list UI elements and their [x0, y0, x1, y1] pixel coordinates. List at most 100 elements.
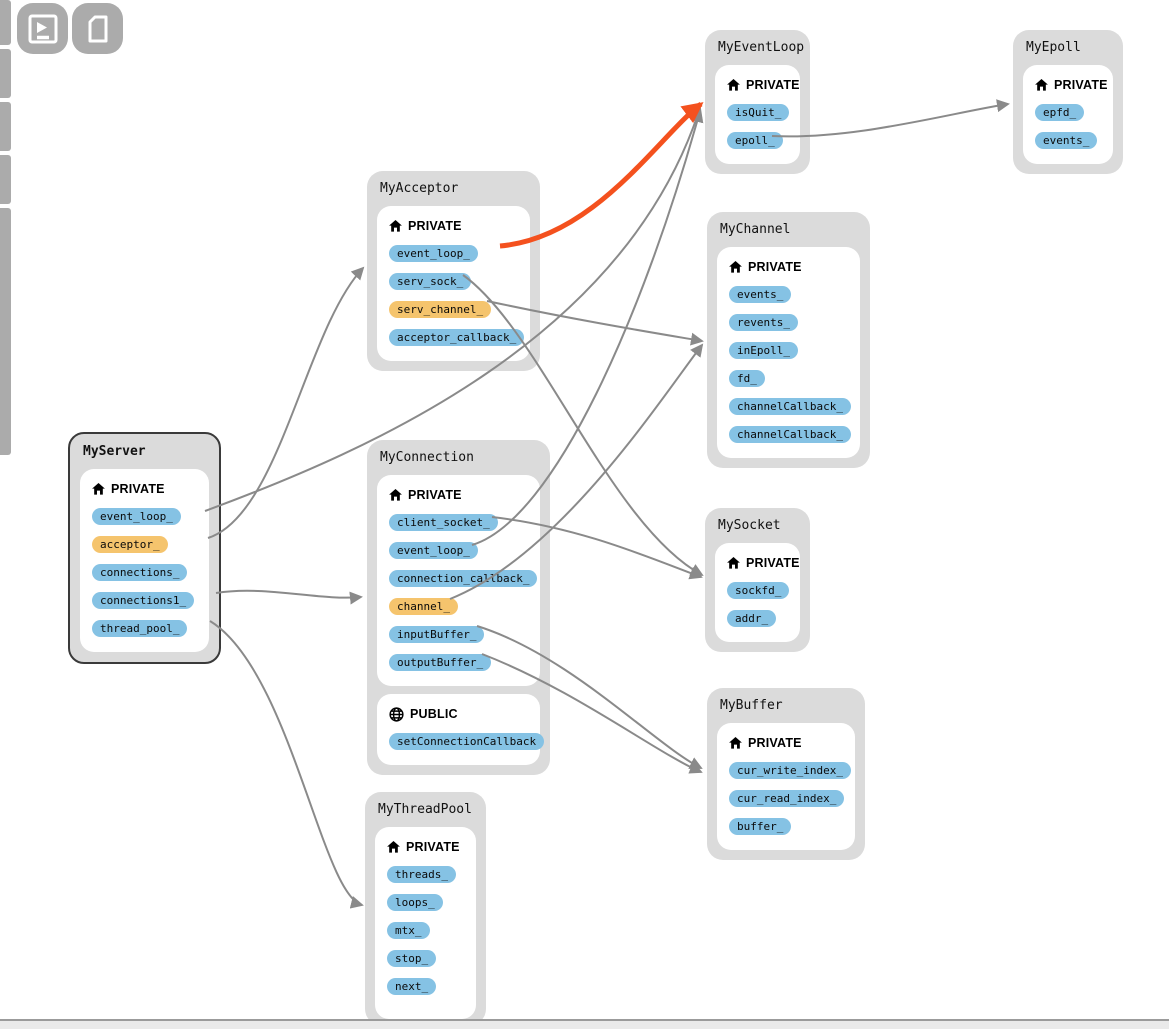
class-title: MyChannel — [720, 222, 791, 237]
member-pill[interactable]: cur_write_index_ — [729, 762, 851, 779]
class-title: MyThreadPool — [378, 802, 472, 817]
member-pill[interactable]: stop_ — [387, 950, 437, 967]
member-pill[interactable]: fd_ — [729, 370, 765, 387]
class-title: MyConnection — [380, 450, 474, 465]
member-pill[interactable]: epoll_ — [727, 132, 783, 149]
member-pill[interactable]: epfd_ — [1035, 104, 1085, 121]
edge-myserver-acceptor-to-myacceptor[interactable] — [207, 266, 365, 539]
left-toolbar-button-partial[interactable] — [0, 102, 11, 151]
section-header: PRIVATE — [729, 735, 845, 751]
house-icon — [727, 79, 740, 91]
class-node-myconnection[interactable]: MyConnection PRIVATE client_socket_ even… — [367, 440, 550, 775]
section-header: PUBLIC — [389, 706, 530, 722]
member-pill[interactable]: outputBuffer_ — [389, 654, 492, 671]
class-node-myepoll[interactable]: MyEpoll PRIVATE epfd_ events_ — [1013, 30, 1123, 174]
private-section: PRIVATE event_loop_ acceptor_ connection… — [80, 469, 209, 652]
edge-myserver-thread_pool-to-mythreadpool[interactable] — [209, 620, 364, 909]
member-pill[interactable]: sockfd_ — [727, 582, 790, 599]
member-pill[interactable]: addr_ — [727, 610, 777, 627]
private-section: PRIVATE client_socket_ event_loop_ conne… — [377, 475, 540, 686]
member-pill[interactable]: client_socket_ — [389, 514, 498, 531]
terminal-run-button[interactable] — [17, 3, 68, 54]
member-pill[interactable]: event_loop_ — [389, 542, 478, 559]
member-pill[interactable]: inEpoll_ — [729, 342, 798, 359]
house-icon — [727, 557, 740, 569]
section-header: PRIVATE — [389, 218, 520, 234]
left-toolbar-panel-partial[interactable] — [0, 208, 11, 455]
private-section: PRIVATE cur_write_index_ cur_read_index_… — [717, 723, 855, 850]
member-pill[interactable]: loops_ — [387, 894, 443, 911]
class-title: MyAcceptor — [380, 181, 459, 196]
visibility-label: PRIVATE — [408, 488, 462, 502]
house-icon — [387, 841, 400, 853]
class-node-myeventloop[interactable]: MyEventLoop PRIVATE isQuit_ epoll_ — [705, 30, 810, 174]
new-file-button[interactable] — [72, 3, 123, 54]
house-icon — [1035, 79, 1048, 91]
class-node-myserver[interactable]: MyServer PRIVATE event_loop_ acceptor_ c… — [68, 432, 221, 664]
class-node-myacceptor[interactable]: MyAcceptor PRIVATE event_loop_ serv_sock… — [367, 171, 540, 371]
private-section: PRIVATE epfd_ events_ — [1023, 65, 1113, 164]
member-pill[interactable]: event_loop_ — [92, 508, 181, 525]
member-pill[interactable]: events_ — [729, 286, 792, 303]
member-pill[interactable]: connection_callback_ — [389, 570, 538, 587]
house-icon — [729, 261, 742, 273]
visibility-label: PRIVATE — [406, 840, 460, 854]
class-node-mysocket[interactable]: MySocket PRIVATE sockfd_ addr_ — [705, 508, 810, 652]
left-toolbar-button-partial[interactable] — [0, 0, 11, 45]
member-pill[interactable]: channelCallback_ — [729, 426, 851, 443]
member-pill[interactable]: revents_ — [729, 314, 798, 331]
class-title: MyEventLoop — [718, 40, 805, 55]
member-pill[interactable]: setConnectionCallback — [389, 733, 545, 750]
file-icon — [88, 15, 107, 42]
visibility-label: PUBLIC — [410, 707, 458, 721]
class-node-mythreadpool[interactable]: MyThreadPool PRIVATE threads_ loops_ mtx… — [365, 792, 486, 1025]
member-pill[interactable]: threads_ — [387, 866, 456, 883]
visibility-label: PRIVATE — [748, 260, 802, 274]
visibility-label: PRIVATE — [111, 482, 165, 496]
public-section: PUBLIC setConnectionCallback — [377, 694, 545, 765]
terminal-run-icon — [28, 14, 57, 43]
class-title: MyEpoll — [1026, 40, 1081, 55]
member-pill[interactable]: cur_read_index_ — [729, 790, 845, 807]
left-toolbar-button-partial[interactable] — [0, 155, 11, 204]
visibility-label: PRIVATE — [746, 556, 800, 570]
private-section: PRIVATE event_loop_ serv_sock_ serv_chan… — [377, 206, 530, 361]
member-pill[interactable]: acceptor_ — [92, 536, 168, 553]
class-title: MySocket — [718, 518, 781, 533]
member-pill[interactable]: connections1_ — [92, 592, 195, 609]
member-pill[interactable]: connections_ — [92, 564, 188, 581]
section-header: PRIVATE — [727, 555, 800, 571]
class-node-mybuffer[interactable]: MyBuffer PRIVATE cur_write_index_ cur_re… — [707, 688, 865, 860]
section-header: PRIVATE — [727, 77, 800, 93]
private-section: PRIVATE isQuit_ epoll_ — [715, 65, 800, 164]
member-pill[interactable]: serv_sock_ — [389, 273, 472, 290]
globe-icon — [389, 706, 404, 722]
member-pill[interactable]: channel_ — [389, 598, 458, 615]
member-pill[interactable]: events_ — [1035, 132, 1098, 149]
left-toolbar-button-partial[interactable] — [0, 49, 11, 98]
member-pill[interactable]: inputBuffer_ — [389, 626, 485, 643]
edge-myserver-connections1-to-myconnection[interactable] — [215, 589, 363, 605]
member-pill[interactable]: isQuit_ — [727, 104, 790, 121]
canvas-bottom-border — [0, 1019, 1169, 1021]
member-pill[interactable]: thread_pool_ — [92, 620, 188, 637]
member-pill[interactable]: mtx_ — [387, 922, 430, 939]
visibility-label: PRIVATE — [746, 78, 800, 92]
member-pill[interactable]: buffer_ — [729, 818, 792, 835]
class-title: MyBuffer — [720, 698, 783, 713]
private-section: PRIVATE sockfd_ addr_ — [715, 543, 800, 642]
house-icon — [389, 220, 402, 232]
house-icon — [92, 483, 105, 495]
member-pill[interactable]: channelCallback_ — [729, 398, 851, 415]
member-pill[interactable]: event_loop_ — [389, 245, 478, 262]
class-node-mychannel[interactable]: MyChannel PRIVATE events_ revents_ inEpo… — [707, 212, 870, 468]
section-header: PRIVATE — [729, 259, 850, 275]
section-header: PRIVATE — [1035, 77, 1108, 93]
section-header: PRIVATE — [387, 839, 466, 855]
house-icon — [729, 737, 742, 749]
member-pill[interactable]: next_ — [387, 978, 437, 995]
member-pill[interactable]: acceptor_callback_ — [389, 329, 525, 346]
member-pill[interactable]: serv_channel_ — [389, 301, 492, 318]
visibility-label: PRIVATE — [1054, 78, 1108, 92]
